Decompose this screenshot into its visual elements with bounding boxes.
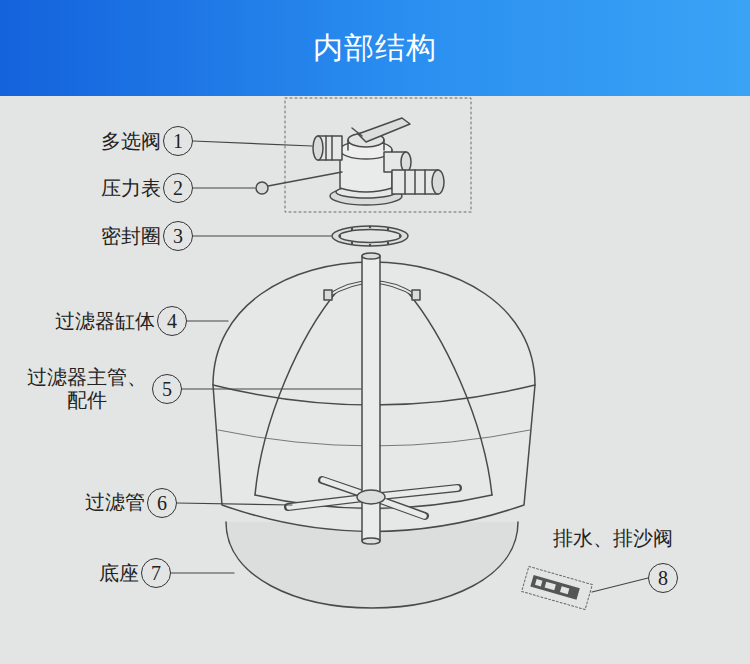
- part-label: 过滤管: [85, 491, 145, 514]
- callout-number: 2: [173, 178, 183, 198]
- callout-circle: 1: [163, 126, 193, 156]
- part-label: 密封圈: [101, 225, 161, 248]
- part-label: 过滤器缸体: [55, 310, 155, 333]
- callout-number: 8: [658, 568, 668, 588]
- part-label: 压力表: [101, 177, 161, 200]
- page-title: 内部结构: [313, 28, 437, 69]
- part-label: 排水、排沙阀: [553, 527, 673, 550]
- callout-circle: 5: [152, 374, 182, 404]
- callout-circle: 4: [157, 306, 187, 336]
- part-label: 多选阀: [101, 130, 161, 153]
- callout-circle: 2: [163, 173, 193, 203]
- callout-circle: 7: [141, 558, 171, 588]
- callout-circle: 6: [147, 488, 177, 518]
- callout-number: 3: [173, 226, 183, 246]
- callout-circle: 8: [648, 563, 678, 593]
- callout-number: 1: [173, 131, 183, 151]
- callout-number: 6: [157, 493, 167, 513]
- callout-number: 4: [167, 311, 177, 331]
- callout-circle: 3: [163, 221, 193, 251]
- callout-number: 5: [162, 379, 172, 399]
- title-band: 内部结构: [0, 0, 750, 96]
- part-label: 底座: [99, 562, 139, 585]
- part-label: 过滤器主管、 配件: [24, 366, 150, 412]
- callout-number: 7: [151, 563, 161, 583]
